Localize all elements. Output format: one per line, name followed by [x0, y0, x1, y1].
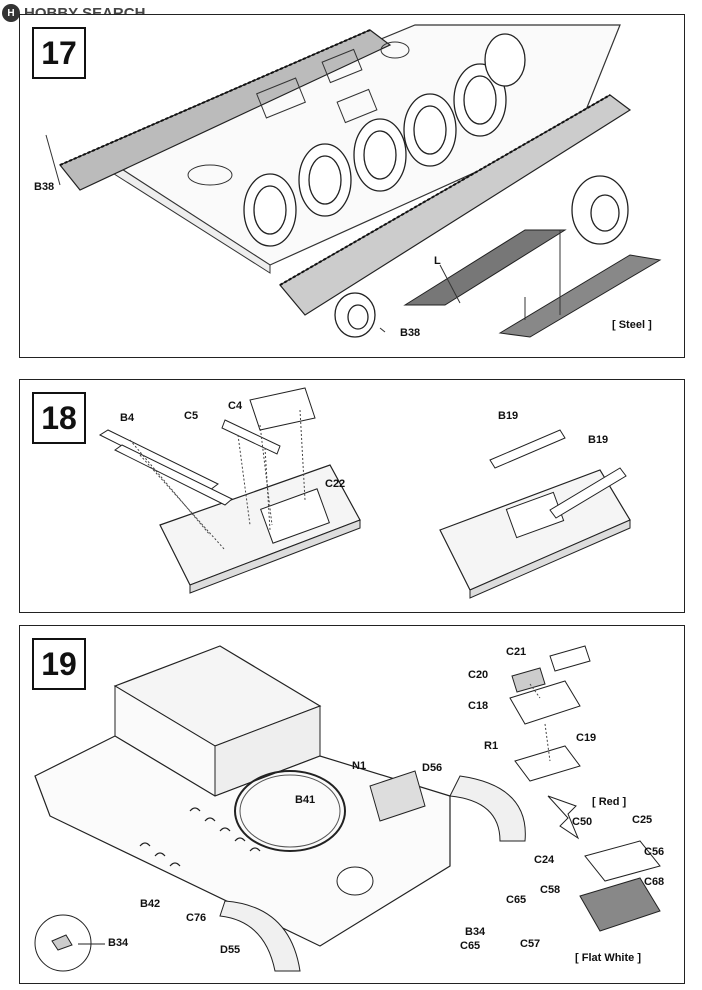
label-b19-b: B19 — [588, 434, 609, 446]
label-c50: C50 — [572, 816, 593, 828]
label-steel: [ Steel ] — [612, 319, 652, 331]
label-b19-a: B19 — [498, 410, 519, 422]
label-c65-a: C65 — [460, 940, 481, 952]
hobby-search-logo-icon: H — [2, 4, 20, 22]
label-c20: C20 — [468, 669, 489, 681]
label-c22: C22 — [325, 478, 346, 490]
label-c58: C58 — [540, 884, 561, 896]
label-c76: C76 — [186, 912, 207, 924]
step-18-panel: 18 B4 C5 C4 C22 B19 B19 — [19, 379, 685, 613]
label-c65-b: C65 — [506, 894, 527, 906]
label-d56: D56 — [422, 762, 443, 774]
step-19-panel: 19 N1 — [19, 625, 685, 984]
label-l: L — [434, 255, 441, 267]
step-19-drawing — [34, 645, 661, 972]
label-c4: C4 — [228, 400, 243, 412]
step-number: 17 — [32, 27, 86, 79]
step-17-drawing — [45, 24, 662, 338]
label-b38-left: B38 — [34, 181, 55, 193]
label-c19: C19 — [576, 732, 597, 744]
label-b42: B42 — [140, 898, 161, 910]
label-b34-circle: B34 — [108, 937, 129, 949]
label-flat-white: [ Flat White ] — [575, 952, 641, 964]
label-c57: C57 — [520, 938, 541, 950]
label-c56: C56 — [644, 846, 665, 858]
label-c21: C21 — [506, 646, 527, 658]
label-c25: C25 — [632, 814, 653, 826]
label-b4: B4 — [120, 412, 135, 424]
label-c18: C18 — [468, 700, 489, 712]
step-number: 19 — [32, 638, 86, 690]
label-red: [ Red ] — [592, 796, 627, 808]
label-b34: B34 — [465, 926, 486, 938]
label-b41: B41 — [295, 794, 316, 806]
label-r1: R1 — [484, 740, 499, 752]
step-18-drawing — [98, 387, 631, 599]
label-c24: C24 — [534, 854, 555, 866]
label-d55: D55 — [220, 944, 241, 956]
label-b38-bottom: B38 — [400, 327, 421, 339]
step-number: 18 — [32, 392, 86, 444]
label-n1: N1 — [352, 760, 367, 772]
label-c5: C5 — [184, 410, 199, 422]
label-c68: C68 — [644, 876, 665, 888]
step-17-panel: 17 — [19, 14, 685, 358]
